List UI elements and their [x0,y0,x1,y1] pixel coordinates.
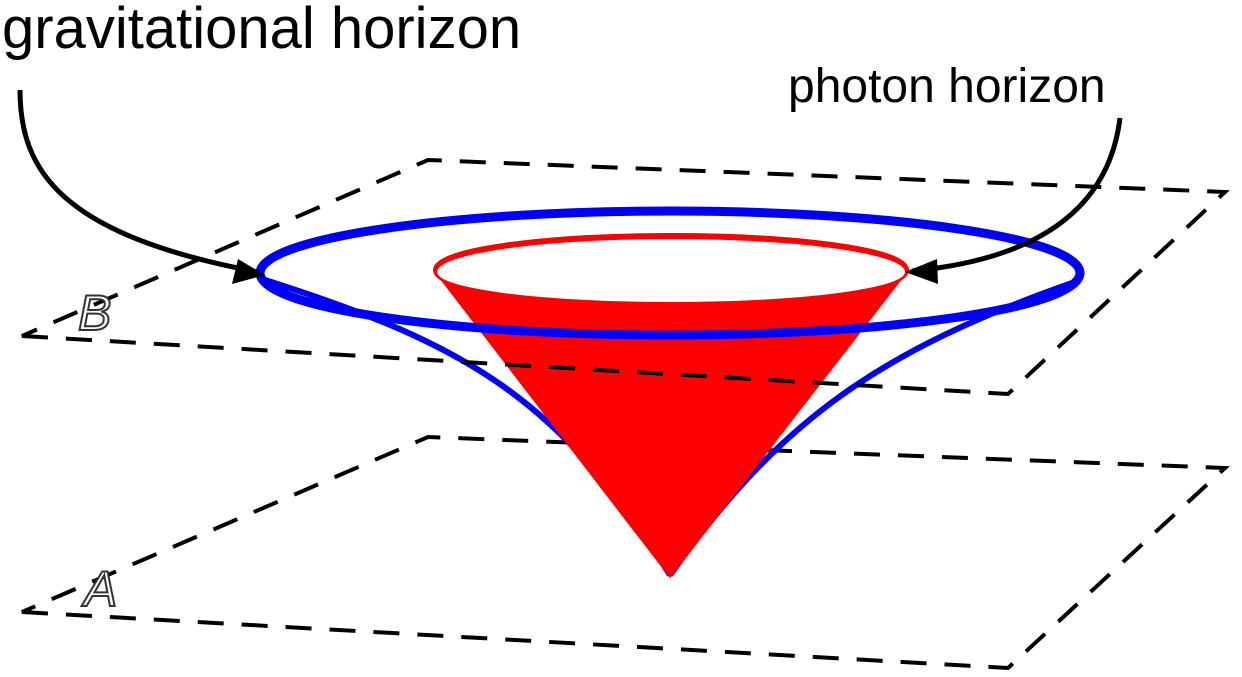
gravitational-horizon-arrow [17,89,259,275]
photon-horizon-label: photon horizon [788,60,1106,113]
plane-a-label: A [81,561,117,617]
gravitational-horizon-arrowhead [232,259,265,284]
photon-horizon-arrowhead [905,259,938,284]
photon-cone [432,270,910,579]
photon-horizon-arrow [911,117,1123,274]
plane-b-label: B [78,285,111,341]
photon-cone-opening [437,239,905,302]
plane-a [21,434,1230,671]
gravitational-horizon-label: gravitational horizon [2,0,521,61]
plane-b [21,157,1230,397]
